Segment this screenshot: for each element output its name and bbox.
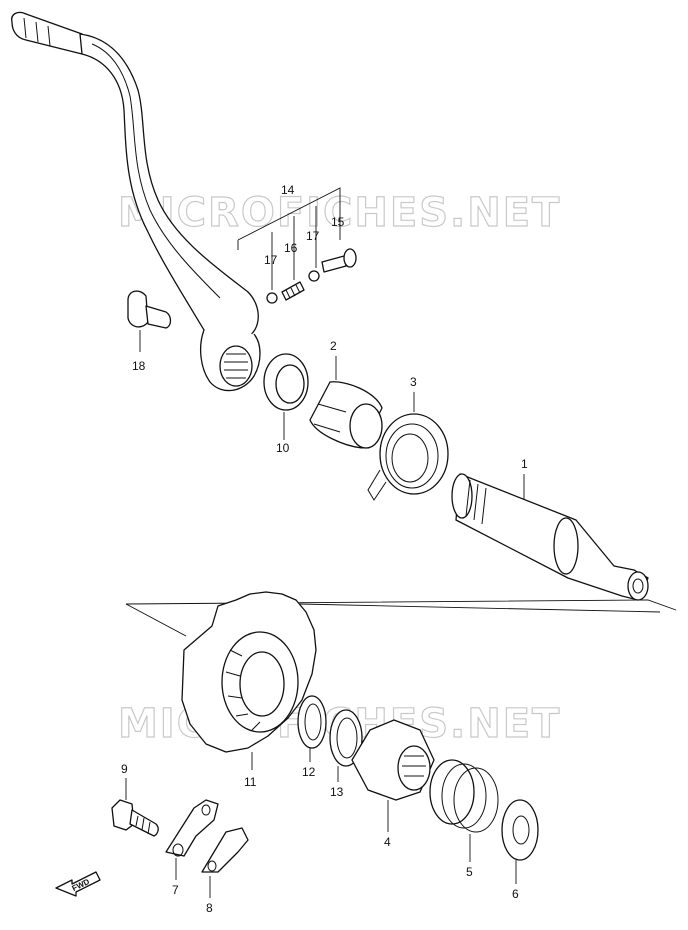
washer-6 <box>501 799 539 884</box>
label-4: 4 <box>384 835 391 849</box>
label-10: 10 <box>276 441 290 455</box>
oil-seal-10 <box>263 353 309 440</box>
kick-shaft-1 <box>451 473 649 601</box>
label-6: 6 <box>512 887 519 901</box>
label-8: 8 <box>206 901 213 915</box>
label-7: 7 <box>172 883 179 897</box>
screw-15 <box>321 248 357 273</box>
bolt-18 <box>127 290 172 352</box>
label-15: 15 <box>331 215 345 229</box>
washer-12 <box>297 695 327 762</box>
label-12: 12 <box>302 765 316 779</box>
label-9: 9 <box>121 762 128 776</box>
label-3: 3 <box>410 375 417 389</box>
label-2: 2 <box>330 339 337 353</box>
ball-17-left <box>266 292 278 304</box>
label-1: 1 <box>521 457 528 471</box>
circlip-13 <box>329 709 363 782</box>
kick-lever <box>11 11 261 392</box>
fwd-arrow-icon: FWD <box>55 871 101 897</box>
kick-gear-11 <box>181 591 317 770</box>
spring-5 <box>429 759 499 862</box>
torsion-spring-3 <box>367 392 449 501</box>
plate-8 <box>201 827 249 898</box>
label-13: 13 <box>330 785 344 799</box>
label-14: 14 <box>281 183 295 197</box>
watermark-top: MICROFICHES.NET <box>118 190 561 236</box>
label-17-left: 17 <box>264 253 278 267</box>
ratchet-4 <box>351 719 435 832</box>
spring-16 <box>281 281 305 301</box>
ball-17-right <box>308 270 320 282</box>
label-16: 16 <box>284 241 298 255</box>
fwd-label: FWD <box>71 877 92 893</box>
bolt-9 <box>111 778 159 837</box>
label-11: 11 <box>244 775 257 789</box>
label-18: 18 <box>132 359 146 373</box>
guide-2 <box>309 356 383 449</box>
label-17-right: 17 <box>306 229 320 243</box>
label-5: 5 <box>466 865 473 879</box>
plate-7 <box>165 799 219 880</box>
